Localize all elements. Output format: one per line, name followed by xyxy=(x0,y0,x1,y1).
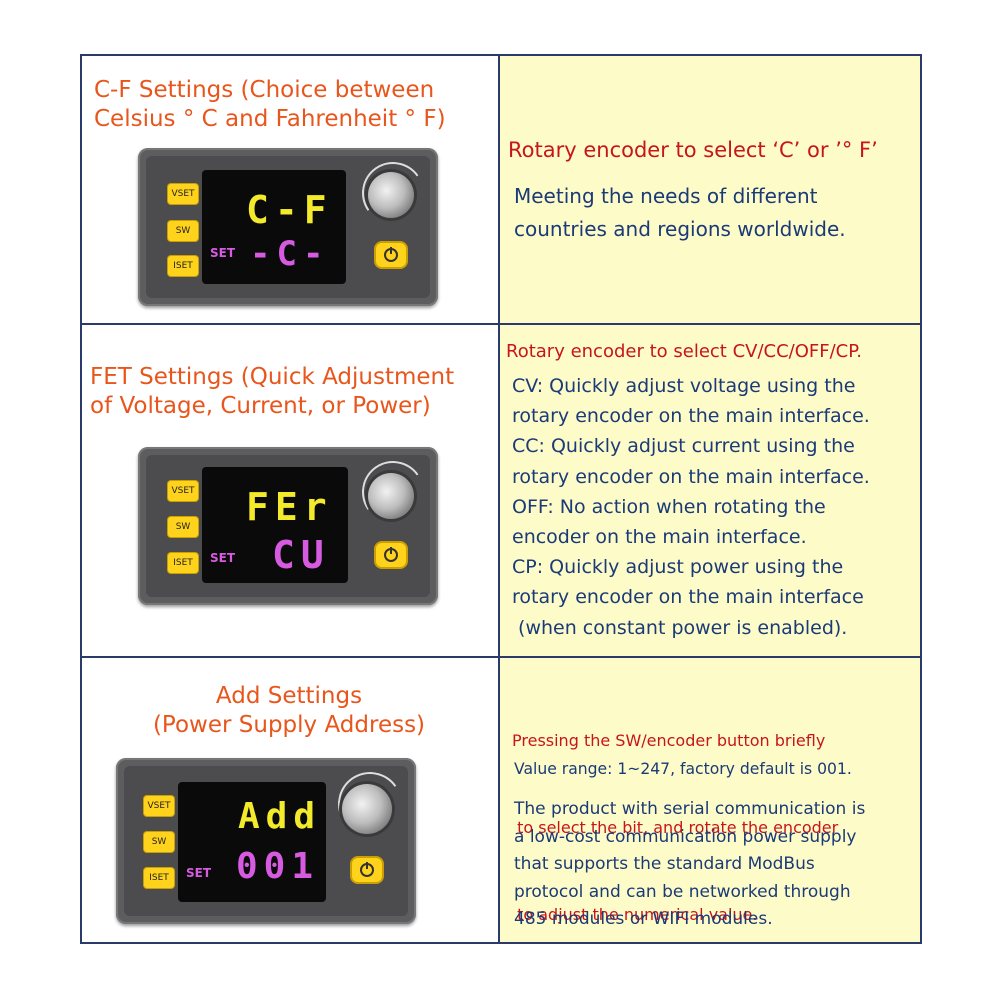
lcd-line1: C-F xyxy=(246,188,333,232)
add-heading-line3: to adjust the numerical value. xyxy=(512,905,758,924)
lcd-line2: CU xyxy=(272,533,330,577)
add-range: Value range: 1~247, factory default is 0… xyxy=(514,760,852,778)
vset-button: VSET xyxy=(168,481,198,501)
iset-button: ISET xyxy=(168,256,198,276)
add-body-line1: The product with serial communication is xyxy=(514,799,866,819)
lcd-line2: -C- xyxy=(250,234,330,274)
fet-body-line7: CP: Quickly adjust power using the xyxy=(512,556,844,579)
vset-button: VSET xyxy=(168,184,198,204)
set-label: SET xyxy=(210,246,236,260)
add-body-line4: protocol and can be networked through xyxy=(514,881,851,902)
cf-body-line2: countries and regions worldwide. xyxy=(514,217,846,241)
cf-heading: Rotary encoder to select ‘C’ or ’° F’ xyxy=(508,138,878,162)
add-body-line2: a low-cost communication power supply xyxy=(514,826,857,847)
add-heading: Pressing the SW/encoder button briefly t… xyxy=(512,668,838,987)
fet-heading: Rotary encoder to select CV/CC/OFF/CP. xyxy=(506,341,863,362)
rotary-encoder-knob xyxy=(368,473,414,519)
sw-button: SW xyxy=(168,517,198,537)
fet-body-line1: CV: Quickly adjust voltage using the xyxy=(512,375,856,397)
table-border-top xyxy=(80,54,922,56)
table-border-left xyxy=(80,54,82,944)
rotary-encoder-knob xyxy=(368,172,414,218)
add-title-line1: Add Settings xyxy=(215,683,363,709)
lcd-line1: FEr xyxy=(246,485,333,529)
power-button-icon xyxy=(352,858,382,882)
cf-right-cell: Rotary encoder to select ‘C’ or ’° F’ Me… xyxy=(500,54,922,323)
cf-title: C-F Settings (Choice between Celsius ° C… xyxy=(94,76,446,134)
table-divider-1 xyxy=(80,323,922,325)
fet-body: CV: Quickly adjust voltage using the rot… xyxy=(512,371,870,643)
fet-body-line2: rotary encoder on the main interface. xyxy=(512,405,870,428)
iset-button: ISET xyxy=(144,868,174,888)
fet-body-line3: CC: Quickly adjust current using the xyxy=(512,435,855,458)
add-heading-line1: Pressing the SW/encoder button briefly xyxy=(512,731,826,750)
fet-title-line2: of Voltage, Current, or Power) xyxy=(90,393,431,419)
add-body-line5: 485 modules or WIFI modules. xyxy=(514,909,773,929)
row-cf-settings: C-F Settings (Choice between Celsius ° C… xyxy=(80,54,922,323)
fet-device-image: VSET SW ISET FEr SET CU xyxy=(138,447,438,605)
fet-body-line8: rotary encoder on the main interface xyxy=(512,586,864,609)
vset-button: VSET xyxy=(144,796,174,816)
table-border-right xyxy=(920,54,922,944)
lcd-screen: FEr SET CU xyxy=(202,467,348,583)
power-button-icon xyxy=(376,543,406,567)
fet-body-line5: OFF: No action when rotating the xyxy=(512,495,826,518)
sw-button: SW xyxy=(144,832,174,852)
power-button-icon xyxy=(376,243,406,267)
fet-body-line4: rotary encoder on the main interface. xyxy=(512,465,870,488)
fet-body-line6: encoder on the main interface. xyxy=(512,526,807,549)
rotary-encoder-knob xyxy=(342,784,392,834)
set-label: SET xyxy=(210,551,236,565)
fet-title-line1: FET Settings (Quick Adjustment xyxy=(90,364,455,390)
settings-table: C-F Settings (Choice between Celsius ° C… xyxy=(80,54,922,944)
add-body: The product with serial communication is… xyxy=(514,796,865,934)
set-label: SET xyxy=(186,866,212,880)
table-border-bottom xyxy=(80,942,922,944)
fet-right-cell: Rotary encoder to select CV/CC/OFF/CP. C… xyxy=(500,325,922,656)
fet-body-line9: (when constant power is enabled). xyxy=(512,616,848,639)
cf-body: Meeting the needs of different countries… xyxy=(514,180,846,246)
add-title: Add Settings (Power Supply Address) xyxy=(80,682,498,740)
lcd-screen: C-F SET -C- xyxy=(202,170,346,284)
lcd-line1: Add xyxy=(238,796,322,837)
lcd-line2: 001 xyxy=(236,846,320,887)
fet-left-cell: FET Settings (Quick Adjustment of Voltag… xyxy=(80,325,498,656)
row-add-settings: Add Settings (Power Supply Address) VSET… xyxy=(80,658,922,944)
row-fet-settings: FET Settings (Quick Adjustment of Voltag… xyxy=(80,325,922,656)
fet-title: FET Settings (Quick Adjustment of Voltag… xyxy=(90,363,454,421)
cf-title-line1: C-F Settings (Choice between xyxy=(94,77,435,103)
iset-button: ISET xyxy=(168,553,198,573)
lcd-screen: Add SET 001 xyxy=(178,782,326,902)
table-divider-vertical xyxy=(498,54,500,944)
cf-left-cell: C-F Settings (Choice between Celsius ° C… xyxy=(80,54,498,323)
add-right-cell: Pressing the SW/encoder button briefly t… xyxy=(500,658,922,944)
cf-body-line1: Meeting the needs of different xyxy=(514,184,818,208)
add-device-image: VSET SW ISET Add SET 001 xyxy=(116,758,416,924)
add-heading-line2: to select the bit, and rotate the encode… xyxy=(512,818,839,837)
add-body-line3: that supports the standard ModBus xyxy=(514,854,815,874)
cf-device-image: VSET SW ISET C-F SET -C- xyxy=(138,148,438,306)
table-divider-2 xyxy=(80,656,922,658)
add-title-line2: (Power Supply Address) xyxy=(152,712,426,738)
sw-button: SW xyxy=(168,221,198,241)
add-left-cell: Add Settings (Power Supply Address) VSET… xyxy=(80,658,498,944)
cf-title-line2: Celsius ° C and Fahrenheit ° F) xyxy=(94,106,446,132)
